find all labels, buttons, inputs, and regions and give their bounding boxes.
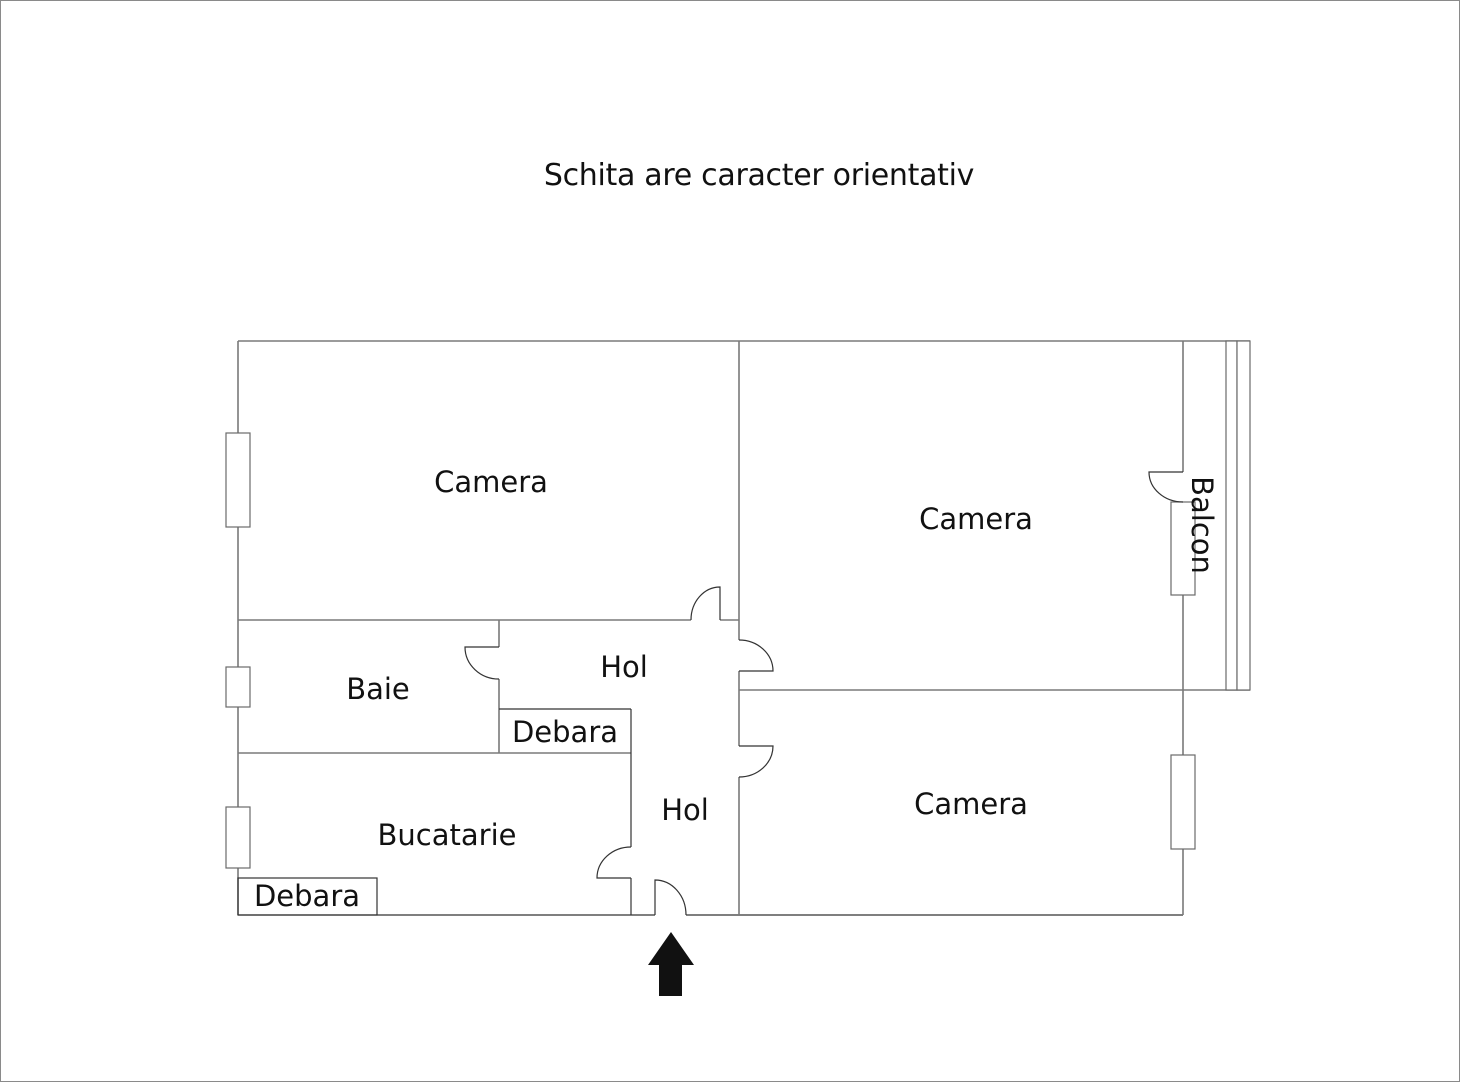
entrance-door-icon <box>654 879 687 916</box>
room-label-balcon: Balcon <box>1185 476 1219 574</box>
room-label-hol: Hol <box>661 793 709 827</box>
room-label-baie: Baie <box>346 672 410 706</box>
room-label-bucatarie: Bucatarie <box>378 818 517 852</box>
door-icon <box>596 846 632 879</box>
window-icon <box>225 666 251 708</box>
room-label-camera: Camera <box>919 502 1033 536</box>
page-title: Schita are caracter orientativ <box>543 158 975 193</box>
window-icon <box>225 806 251 869</box>
room-label-camera: Camera <box>434 465 548 499</box>
window-icon <box>1170 501 1196 596</box>
window-icon <box>1170 754 1196 850</box>
balcony-door-icon <box>1148 471 1184 503</box>
windows <box>225 432 1196 869</box>
doors <box>464 471 1184 916</box>
room-label-debara: Debara <box>512 715 618 749</box>
door-icon <box>738 639 774 672</box>
room-label-camera: Camera <box>914 787 1028 821</box>
balcony <box>1225 340 1251 691</box>
arrow-up-icon <box>648 932 694 996</box>
room-label-debara: Debara <box>254 879 360 913</box>
door-icon <box>738 745 774 778</box>
room-label-hol: Hol <box>600 650 648 684</box>
door-icon <box>464 646 500 680</box>
window-icon <box>225 432 251 528</box>
door-icon <box>690 586 721 621</box>
interior-walls <box>237 341 1250 916</box>
